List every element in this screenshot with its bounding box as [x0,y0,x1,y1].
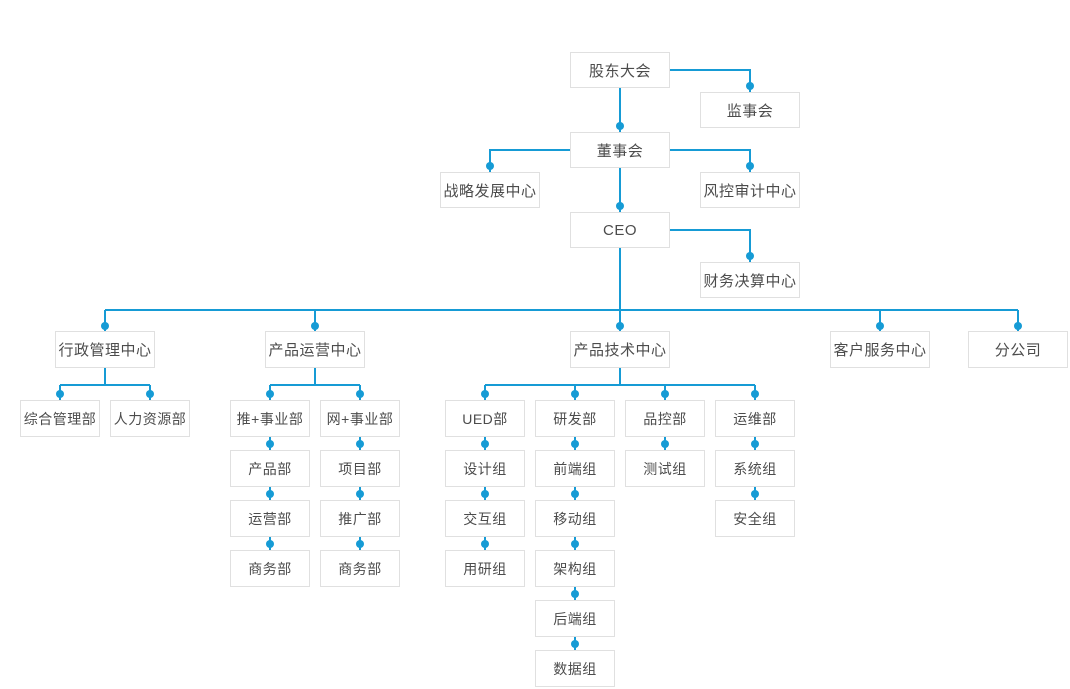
org-node-interaction-group: 交互组 [445,500,525,537]
connector-dot [101,322,109,330]
connector-dot [751,390,759,398]
connector-dot [356,490,364,498]
org-node-system-group: 系统组 [715,450,795,487]
connector-line [670,229,751,262]
connector-dot [571,540,579,548]
org-node-wang-plus-business-dept: 网+事业部 [320,400,400,437]
org-node-quality-control-dept: 品控部 [625,400,705,437]
connector-dot [311,322,319,330]
connector-dot [571,390,579,398]
connector-dot [876,322,884,330]
org-node-financial-settlement-center: 财务决算中心 [700,262,800,298]
org-node-customer-service-center: 客户服务中心 [830,331,930,368]
org-node-testing-group: 测试组 [625,450,705,487]
org-node-user-research-group: 用研组 [445,550,525,587]
org-node-promotion-dept: 推广部 [320,500,400,537]
org-node-frontend-group: 前端组 [535,450,615,487]
org-node-data-group: 数据组 [535,650,615,687]
connector-dot [356,390,364,398]
connector-dot [486,162,494,170]
org-node-strategy-development-center: 战略发展中心 [440,172,540,208]
org-node-product-technology-center: 产品技术中心 [570,331,670,368]
org-node-human-resources-dept: 人力资源部 [110,400,190,437]
org-node-admin-management-center: 行政管理中心 [55,331,155,368]
connector-dot [1014,322,1022,330]
org-node-risk-audit-center: 风控审计中心 [700,172,800,208]
org-node-branch-company: 分公司 [968,331,1068,368]
connector-dot [616,322,624,330]
connector-dot [571,590,579,598]
org-node-security-group: 安全组 [715,500,795,537]
connector-dot [751,490,759,498]
org-node-rd-dept: 研发部 [535,400,615,437]
org-node-mobile-group: 移动组 [535,500,615,537]
connector-dot [481,440,489,448]
org-node-design-group: 设计组 [445,450,525,487]
org-node-business-dept-1: 商务部 [230,550,310,587]
org-node-backend-group: 后端组 [535,600,615,637]
connector-line [670,69,751,92]
org-node-ceo: CEO [570,212,670,248]
org-node-product-operations-center: 产品运营中心 [265,331,365,368]
org-node-architecture-group: 架构组 [535,550,615,587]
connector-dot [266,390,274,398]
connector-dot [616,202,624,210]
org-node-board-of-directors: 董事会 [570,132,670,168]
org-node-ued-dept: UED部 [445,400,525,437]
connector-dot [746,162,754,170]
connector-dot [571,440,579,448]
connector-line [489,149,570,172]
connector-dot [616,122,624,130]
connector-line [670,149,751,172]
connector-dot [356,540,364,548]
org-node-shareholders-meeting: 股东大会 [570,52,670,88]
connector-dot [481,540,489,548]
connector-dot [751,440,759,448]
connector-dot [571,490,579,498]
connector-dot [746,82,754,90]
connector-dot [661,440,669,448]
connector-dot [481,490,489,498]
org-node-project-dept: 项目部 [320,450,400,487]
connector-dot [266,490,274,498]
org-node-general-management-dept: 综合管理部 [20,400,100,437]
connector-dot [571,640,579,648]
org-node-operations-dept: 运营部 [230,500,310,537]
connector-dot [746,252,754,260]
connector-dot [266,540,274,548]
connector-dot [481,390,489,398]
org-node-operations-maintenance-dept: 运维部 [715,400,795,437]
connector-dot [56,390,64,398]
connector-dot [266,440,274,448]
org-node-product-dept: 产品部 [230,450,310,487]
connector-dot [661,390,669,398]
org-node-business-dept-2: 商务部 [320,550,400,587]
org-node-tui-plus-business-dept: 推+事业部 [230,400,310,437]
connector-dot [356,440,364,448]
org-node-supervisory-board: 监事会 [700,92,800,128]
connector-dot [146,390,154,398]
